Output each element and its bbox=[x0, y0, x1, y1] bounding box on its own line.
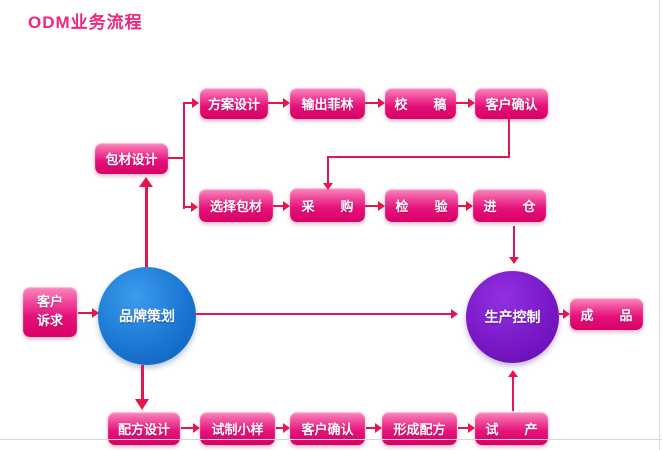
node-label: 校 稿 bbox=[394, 97, 447, 112]
node-label: 试 产 bbox=[485, 422, 538, 437]
arrow-film-to-proofread-line bbox=[365, 102, 378, 104]
arrow-trial-to-production-line bbox=[512, 377, 514, 411]
node-label: 客户确认 bbox=[485, 97, 538, 112]
node-finished-product: 成 品 bbox=[570, 298, 643, 330]
arrow-formula-to-sample-line bbox=[181, 427, 193, 429]
node-formula-design: 配方设计 bbox=[108, 412, 180, 445]
arrow-packaging-to-select-head bbox=[191, 202, 198, 212]
arrow-confirm-to-procure-head bbox=[323, 183, 333, 190]
page-bottom-border bbox=[0, 439, 662, 440]
arrow-brand-to-formula-line bbox=[141, 365, 144, 401]
arrow-confirm-to-formformula-line bbox=[366, 427, 375, 429]
node-procurement: 采 购 bbox=[290, 188, 365, 222]
arrow-procure-to-inspect-line bbox=[365, 205, 378, 207]
arrow-demand-to-brand-line bbox=[78, 312, 92, 314]
arrow-brand-to-formula-head bbox=[135, 399, 149, 410]
node-trial-production: 试 产 bbox=[475, 412, 548, 445]
arrow-select-to-procure-head bbox=[283, 201, 290, 211]
arrow-sample-to-confirm-head bbox=[283, 423, 290, 433]
arrow-warehouse-to-production-head bbox=[509, 257, 519, 264]
arrow-procure-to-inspect-head bbox=[378, 201, 385, 211]
arrow-proofread-to-confirm-head bbox=[468, 98, 475, 108]
arrow-proofread-to-confirm-line bbox=[456, 102, 468, 104]
connector-packaging-branch-vertical bbox=[183, 102, 185, 209]
node-label: 输出菲林 bbox=[301, 97, 354, 112]
arrow-brand-to-packaging-head bbox=[139, 177, 153, 187]
arrow-confirm-to-formformula-head bbox=[375, 423, 382, 433]
arrow-warehouse-to-production-line bbox=[513, 226, 515, 257]
node-label: 试制小样 bbox=[211, 422, 264, 437]
node-label: 配方设计 bbox=[117, 422, 170, 437]
page-right-border bbox=[659, 0, 660, 450]
arrow-inspect-to-warehouse-line bbox=[458, 205, 466, 207]
node-label: 成 品 bbox=[580, 307, 633, 323]
node-label: 客户确认 bbox=[301, 422, 354, 437]
arrow-brand-to-production-head bbox=[451, 309, 458, 319]
node-label: 进 仓 bbox=[483, 199, 536, 214]
node-trial-sample: 试制小样 bbox=[200, 412, 275, 445]
node-label: 选择包材 bbox=[209, 199, 262, 214]
arrow-brand-to-production-line bbox=[196, 313, 451, 315]
node-customer-demand: 客户 诉求 bbox=[23, 287, 77, 337]
node-label-line1: 客户 bbox=[36, 294, 63, 310]
page-title: ODM业务流程 bbox=[28, 13, 143, 32]
arrow-inspect-to-warehouse-head bbox=[466, 201, 473, 211]
arrow-trial-to-production-head bbox=[508, 370, 518, 377]
node-label: 品牌策划 bbox=[119, 308, 175, 324]
node-packaging-design: 包材设计 bbox=[95, 143, 168, 174]
connector-confirm-drop bbox=[327, 156, 329, 183]
node-customer-confirm-bottom: 客户确认 bbox=[290, 412, 365, 445]
node-inspection: 检 验 bbox=[385, 189, 458, 222]
node-customer-confirm-top: 客户确认 bbox=[475, 88, 548, 119]
arrow-plan-to-film-head bbox=[283, 98, 290, 108]
node-label-line2: 诉求 bbox=[36, 313, 63, 328]
node-brand-planning: 品牌策划 bbox=[98, 267, 196, 365]
arrow-plan-to-film-line bbox=[268, 102, 283, 104]
arrow-formula-to-sample-head bbox=[193, 423, 200, 433]
arrow-production-to-finished-line bbox=[557, 313, 563, 315]
connector-packaging-stub bbox=[168, 157, 185, 159]
node-label: 生产控制 bbox=[484, 309, 541, 325]
connector-confirm-across bbox=[327, 156, 510, 158]
node-label: 包材设计 bbox=[105, 152, 158, 167]
connector-confirm-down bbox=[508, 119, 510, 158]
arrow-production-to-finished-head bbox=[563, 309, 570, 319]
node-plan-design: 方案设计 bbox=[200, 88, 268, 119]
arrow-demand-to-brand-head bbox=[92, 308, 99, 318]
arrow-formformula-to-trial-head bbox=[468, 423, 475, 433]
arrow-film-to-proofread-head bbox=[378, 98, 385, 108]
node-label: 形成配方 bbox=[393, 422, 446, 437]
node-proofread: 校 稿 bbox=[385, 88, 456, 119]
node-select-packaging: 选择包材 bbox=[199, 189, 273, 222]
node-production-control: 生产控制 bbox=[466, 271, 559, 363]
node-label: 方案设计 bbox=[207, 97, 260, 112]
node-output-film: 输出菲林 bbox=[290, 88, 365, 119]
node-warehouse-in: 进 仓 bbox=[473, 189, 546, 222]
arrow-formformula-to-trial-line bbox=[458, 427, 468, 429]
arrow-packaging-to-plan-line bbox=[183, 102, 192, 104]
arrow-brand-to-packaging-line bbox=[145, 186, 148, 267]
arrow-select-to-procure-line bbox=[273, 205, 283, 207]
node-label: 采 购 bbox=[301, 198, 354, 214]
arrow-packaging-to-plan-head bbox=[192, 98, 199, 108]
node-form-formula: 形成配方 bbox=[382, 412, 457, 445]
node-label: 检 验 bbox=[395, 199, 448, 214]
arrow-sample-to-confirm-line bbox=[276, 427, 283, 429]
arrow-packaging-to-select-line bbox=[183, 206, 191, 208]
